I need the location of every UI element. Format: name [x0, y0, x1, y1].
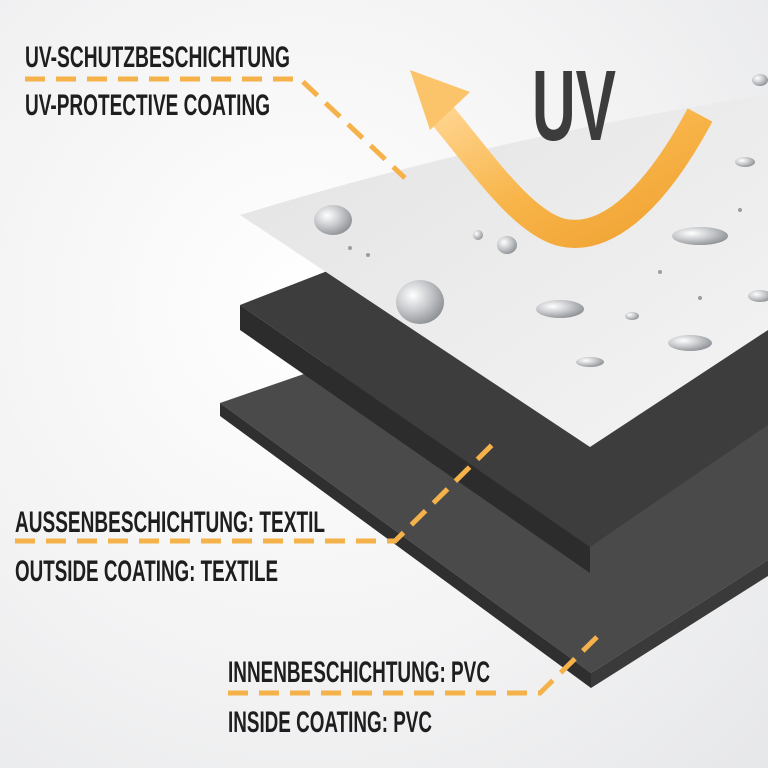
bottom-leader-line: [228, 635, 599, 696]
top-label-de: UV-SCHUTZBESCHICHTUNG: [25, 41, 290, 74]
middle-label-en: OUTSIDE COATING: TEXTILE: [15, 555, 278, 588]
top-label-en: UV-PROTECTIVE COATING: [25, 89, 270, 122]
middle-leader-line: [15, 438, 499, 544]
uv-reflection-arrow-icon: [410, 70, 713, 248]
uv-mark: UV: [532, 50, 616, 162]
water-droplets: [314, 74, 768, 367]
uv-protective-layer: [240, 95, 768, 447]
bottom-label-en: INSIDE COATING: PVC: [228, 706, 432, 739]
middle-label-de: AUSSENBESCHICHTUNG: TEXTIL: [15, 506, 325, 539]
bottom-label-de: INNENBESCHICHTUNG: PVC: [228, 656, 490, 689]
